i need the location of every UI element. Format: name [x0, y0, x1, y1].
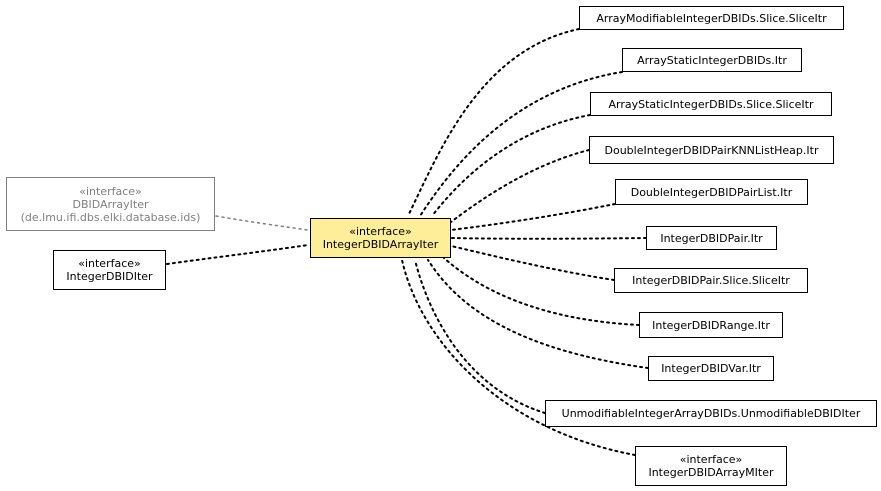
node-name: IntegerDBIDArrayMIter	[648, 466, 774, 479]
class-node-child[interactable]: «interface» IntegerDBIDArrayMIter	[635, 446, 787, 486]
class-node-child[interactable]: UnmodifiableIntegerArrayDBIDs.Unmodifiab…	[545, 400, 877, 427]
edge-dbidarrayiter	[215, 215, 309, 231]
edge-child-5	[450, 203, 616, 231]
node-name: DBIDArrayIter	[72, 197, 149, 211]
class-node-child[interactable]: ArrayModifiableIntegerDBIDs.Slice.SliceI…	[579, 6, 844, 30]
edge-child-10	[414, 259, 546, 414]
class-node-integerdbiditer[interactable]: «interface» IntegerDBIDIter	[53, 250, 166, 290]
node-name: UnmodifiableIntegerArrayDBIDs.Unmodifiab…	[561, 407, 861, 420]
node-stereotype: «interface»	[78, 257, 141, 270]
class-node-child[interactable]: IntegerDBIDVar.Itr	[648, 356, 774, 381]
class-node-child[interactable]: DoubleIntegerDBIDPairKNNListHeap.Itr	[589, 136, 834, 164]
class-node-child[interactable]: ArrayStaticIntegerDBIDs.Slice.SliceItr	[590, 92, 832, 116]
class-node-integerdbidarrayiter[interactable]: «interface» IntegerDBIDArrayIter	[310, 218, 451, 258]
edge-child-2	[419, 71, 623, 217]
node-name: IntegerDBIDIter	[66, 270, 153, 283]
node-stereotype: «interface»	[679, 453, 743, 466]
node-name: ArrayModifiableIntegerDBIDs.Slice.SliceI…	[596, 11, 827, 25]
node-name: IntegerDBIDRange.Itr	[652, 318, 770, 332]
edge-child-3	[431, 114, 591, 217]
edge-child-4	[450, 149, 590, 223]
node-name: IntegerDBIDArrayIter	[322, 238, 439, 251]
node-name: DoubleIntegerDBIDPairKNNListHeap.Itr	[604, 143, 819, 157]
node-name: ArrayStaticIntegerDBIDs.Itr	[637, 53, 787, 67]
edge-child-7	[450, 245, 615, 281]
node-package: (de.lmu.ifi.dbs.elki.database.ids)	[20, 210, 201, 224]
node-name: IntegerDBIDPair.Itr	[660, 231, 763, 245]
edge-integerdbiditer	[166, 244, 309, 265]
node-stereotype: «interface»	[79, 184, 142, 198]
class-node-child[interactable]: IntegerDBIDRange.Itr	[639, 312, 783, 338]
class-node-child[interactable]: IntegerDBIDPair.Slice.SliceItr	[614, 268, 808, 293]
class-node-child[interactable]: IntegerDBIDPair.Itr	[646, 226, 777, 250]
node-name: ArrayStaticIntegerDBIDs.Slice.SliceItr	[608, 97, 814, 111]
edge-child-8	[443, 257, 640, 326]
class-node-dbidarrayiter[interactable]: «interface» DBIDArrayIter (de.lmu.ifi.db…	[6, 177, 215, 231]
edge-child-11	[401, 259, 636, 456]
edge-child-6	[450, 237, 647, 240]
node-stereotype: «interface»	[349, 225, 412, 238]
node-name: IntegerDBIDPair.Slice.SliceItr	[632, 274, 790, 287]
node-name: IntegerDBIDVar.Itr	[661, 362, 761, 375]
node-name: DoubleIntegerDBIDPairList.Itr	[630, 185, 793, 199]
edge-child-9	[427, 259, 649, 369]
edges	[166, 28, 649, 456]
class-node-child[interactable]: DoubleIntegerDBIDPairList.Itr	[615, 179, 808, 205]
class-node-child[interactable]: ArrayStaticIntegerDBIDs.Itr	[622, 48, 802, 72]
edge-child-1	[407, 28, 580, 217]
